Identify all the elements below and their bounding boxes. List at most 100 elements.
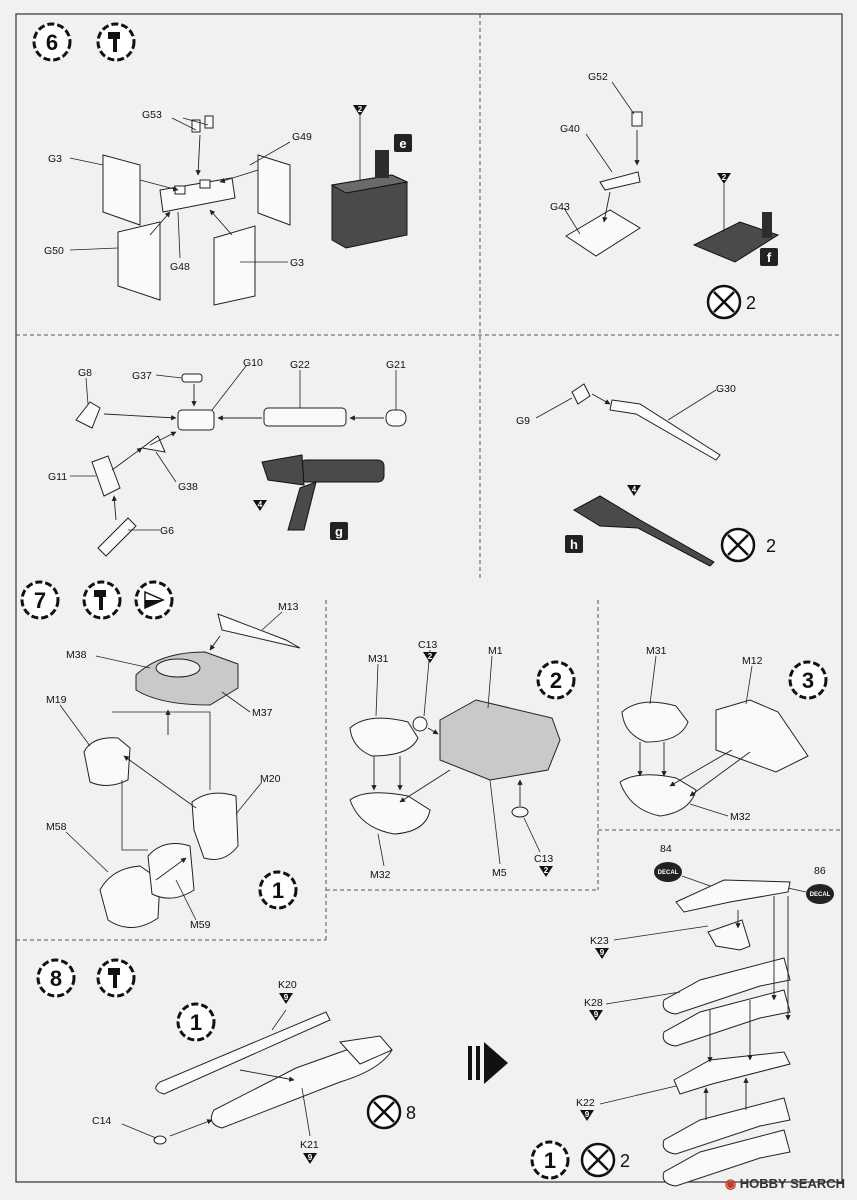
runner-9-icon: 9 xyxy=(600,948,605,957)
label-M32-right: M32 xyxy=(730,811,751,823)
label-G8: G8 xyxy=(78,367,92,379)
letter-e: e xyxy=(399,136,406,151)
label-G3-bottom: G3 xyxy=(290,257,304,269)
label-G37: G37 xyxy=(132,370,152,382)
side-box-assembly xyxy=(619,655,809,817)
cabinet-assembly xyxy=(102,115,291,306)
cement-icon xyxy=(82,580,122,620)
label-C14: C14 xyxy=(92,1115,111,1127)
hobby-search-logo-icon: ◉ xyxy=(724,1176,737,1191)
label-G53: G53 xyxy=(142,109,162,121)
substep-1-badge: 1 xyxy=(258,870,298,910)
svg-text:1: 1 xyxy=(272,878,284,903)
label-M37: M37 xyxy=(252,707,273,719)
machine-gun-assembly xyxy=(535,383,721,461)
step-6-badge: 6 xyxy=(32,22,72,62)
decal-84-icon: 84 DECAL xyxy=(654,843,717,889)
make-eight-icon xyxy=(366,1094,402,1130)
completed-handle-f: 2 f xyxy=(692,173,780,266)
label-G30: G30 xyxy=(716,383,736,395)
label-M20: M20 xyxy=(260,773,281,785)
completed-machine-gun-h: 4 h xyxy=(565,485,715,567)
cement-icon xyxy=(96,22,136,62)
hobby-search-watermark: ◉ HOBBY SEARCH xyxy=(725,1176,845,1192)
label-K20: K20 xyxy=(278,979,297,991)
letter-f: f xyxy=(767,250,772,265)
section-dividers xyxy=(16,14,842,941)
svg-text:1: 1 xyxy=(544,1148,556,1173)
svg-text:1: 1 xyxy=(190,1010,202,1035)
label-M12: M12 xyxy=(742,655,763,667)
label-G11: G11 xyxy=(48,471,67,483)
label-M59: M59 xyxy=(190,919,211,931)
missile-assembly xyxy=(121,1009,393,1145)
step-8-number: 8 xyxy=(50,966,62,991)
label-C13-top: C13 xyxy=(418,639,437,651)
substep-1-badge: 1 xyxy=(176,1002,216,1042)
quantity-8: 8 xyxy=(406,1103,416,1123)
label-M1: M1 xyxy=(488,645,503,657)
weapon-rack-assembly xyxy=(599,879,791,1187)
runner-2-icon: 2 xyxy=(428,652,433,661)
label-M31-left: M31 xyxy=(368,653,389,665)
runner-9-icon: 9 xyxy=(284,993,289,1002)
label-G52: G52 xyxy=(588,71,608,83)
label-G6: G6 xyxy=(160,525,174,537)
letter-g: g xyxy=(335,524,343,539)
page-border xyxy=(15,13,843,1183)
runner-2-icon: 2 xyxy=(722,173,727,182)
svg-text:DECAL: DECAL xyxy=(810,892,831,898)
label-G9: G9 xyxy=(516,415,530,427)
svg-text:2: 2 xyxy=(550,668,562,693)
step-6-number: 6 xyxy=(46,30,58,55)
cement-icon xyxy=(96,958,136,998)
svg-text:3: 3 xyxy=(802,668,814,693)
label-G21: G21 xyxy=(386,359,406,371)
substep-3-badge: 3 xyxy=(788,660,828,700)
label-C13-bottom: C13 xyxy=(534,853,553,865)
label-M32-left: M32 xyxy=(370,869,391,881)
label-M19: M19 xyxy=(46,694,67,706)
label-K28: K28 xyxy=(584,997,603,1009)
label-G48: G48 xyxy=(170,261,190,273)
watermark-text: HOBBY SEARCH xyxy=(739,1176,845,1191)
label-M38: M38 xyxy=(66,649,87,661)
runner-4-icon: 4 xyxy=(258,500,263,509)
completed-cabinet-e: 2 e xyxy=(330,105,412,249)
runner-4-icon: 4 xyxy=(632,485,637,494)
turret-assembly xyxy=(59,611,301,928)
label-M5: M5 xyxy=(492,867,507,879)
step-8-badge: 8 xyxy=(36,958,76,998)
quantity-2-top: 2 xyxy=(746,293,756,313)
make-two-icon xyxy=(706,284,742,320)
proceed-arrow-icon xyxy=(468,1042,508,1084)
make-two-icon xyxy=(580,1142,616,1178)
label-G3-top: G3 xyxy=(48,153,62,165)
sponson-assembly xyxy=(349,649,561,867)
label-G40: G40 xyxy=(560,123,580,135)
make-two-icon xyxy=(720,527,756,563)
label-G50: G50 xyxy=(44,245,64,257)
label-G49: G49 xyxy=(292,131,312,143)
flip-icon xyxy=(134,580,174,620)
letter-h: h xyxy=(570,537,578,552)
handle-assembly xyxy=(563,81,643,257)
quantity-2-bottom: 2 xyxy=(620,1151,630,1171)
quantity-2-middle: 2 xyxy=(766,536,776,556)
svg-text:84: 84 xyxy=(660,843,672,855)
label-K23: K23 xyxy=(590,935,609,947)
label-K22: K22 xyxy=(576,1097,595,1109)
label-M13: M13 xyxy=(278,601,299,613)
runner-9-icon: 9 xyxy=(308,1153,313,1162)
svg-text:DECAL: DECAL xyxy=(658,870,679,876)
runner-9-icon: 9 xyxy=(594,1010,599,1019)
label-G22: G22 xyxy=(290,359,310,371)
minigun-assembly xyxy=(70,365,407,557)
substep-1-badge-bottom: 1 xyxy=(530,1140,570,1180)
label-G43: G43 xyxy=(550,201,570,213)
svg-text:86: 86 xyxy=(814,865,826,877)
runner-9-icon: 9 xyxy=(585,1110,590,1119)
step-7-number: 7 xyxy=(34,588,46,613)
runner-2-icon: 2 xyxy=(358,105,363,114)
